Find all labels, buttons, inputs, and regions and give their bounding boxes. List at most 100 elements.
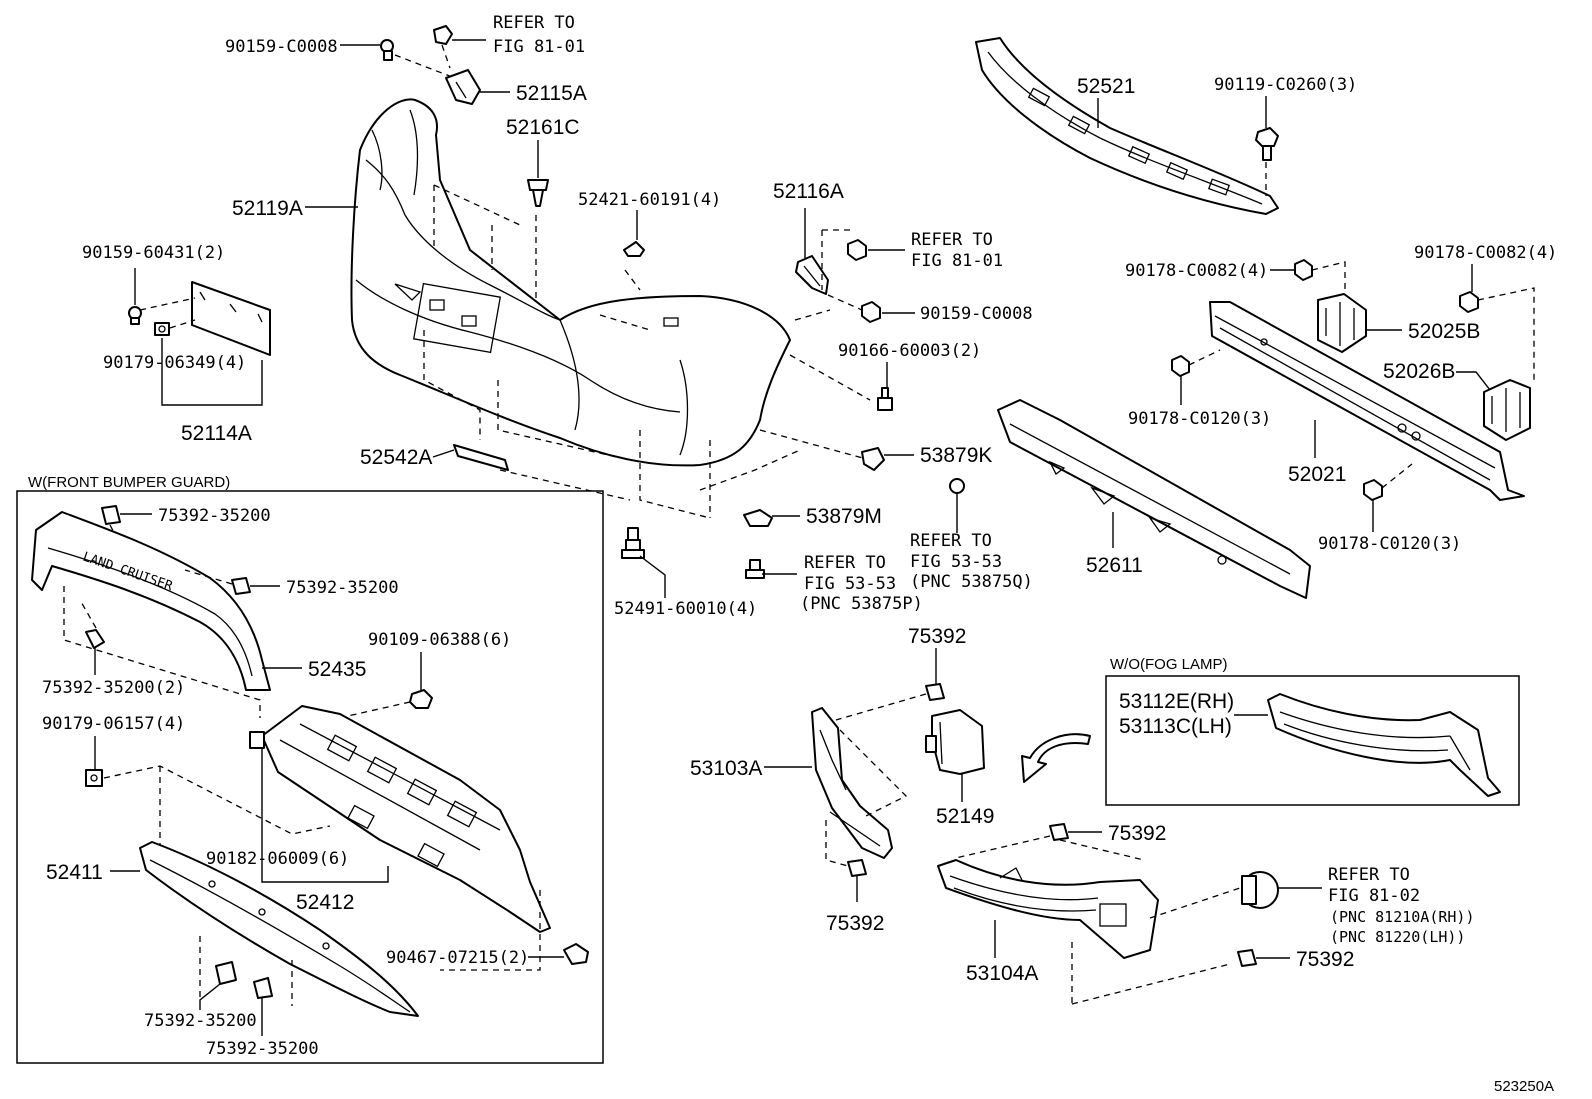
label-90178-c0120-a: 90178-C0120(3)	[1128, 409, 1271, 429]
label-52149: 52149	[936, 805, 994, 828]
bracket-52025b	[1317, 293, 1367, 353]
nut-90178-c0120-b	[1363, 479, 1383, 501]
label-90166-60003: 90166-60003(2)	[838, 341, 981, 361]
label-refer-53-53-p-c: (PNC 53875P)	[800, 594, 923, 614]
clip-75392-c	[1049, 823, 1069, 841]
label-90159-c0008-top: 90159-C0008	[225, 37, 338, 57]
front-bumper-cover-52119a	[350, 98, 791, 467]
clip-75392-35200-c	[215, 961, 237, 985]
bolt-90159-60431	[128, 306, 142, 325]
label-refer-53-53-q-a: REFER TO	[910, 531, 992, 551]
label-90159-60431: 90159-60431(2)	[82, 243, 225, 263]
label-90109-06388: 90109-06388(6)	[368, 630, 511, 650]
bumper-beam-52021	[1209, 301, 1525, 501]
energy-absorber-52611	[997, 399, 1311, 599]
clip-53879m	[743, 509, 773, 527]
label-90467-07215: 90467-07215(2)	[386, 948, 529, 968]
clip-52161c	[527, 179, 549, 207]
label-52411: 52411	[46, 861, 103, 884]
fog-lamp-box	[1105, 675, 1520, 806]
clip-75392-d	[1237, 949, 1257, 967]
label-52119a: 52119A	[232, 197, 303, 220]
clip-75392-b	[847, 859, 867, 877]
front-bumper-guard-box	[16, 490, 604, 1064]
label-75392-35200-c: 75392-35200	[144, 1011, 257, 1031]
label-refer-81-01-top-b: FIG 81-01	[493, 37, 585, 57]
grille-53112e-53113c	[1267, 693, 1501, 797]
label-refer-81-02-b: FIG 81-02	[1328, 886, 1420, 906]
nut-90179-06157	[85, 769, 103, 787]
label-75392-a: 75392	[908, 625, 966, 648]
label-52116a: 52116A	[773, 180, 844, 203]
label-52611: 52611	[1086, 554, 1143, 577]
label-53103a: 53103A	[690, 757, 762, 780]
direction-arrow	[1021, 733, 1091, 783]
bolt-90109-06388	[409, 689, 433, 709]
guard-bracket-52412	[261, 705, 551, 933]
label-53879k: 53879K	[920, 444, 992, 467]
label-90182-06009: 90182-06009(6)	[206, 849, 349, 869]
nut-90178-c0082-a	[1294, 259, 1313, 281]
bolt-90159-c0008-top	[380, 39, 394, 61]
clip-90467-07215	[563, 943, 589, 965]
diagram-id: 523250A	[1494, 1078, 1554, 1095]
label-52542a: 52542A	[360, 446, 432, 469]
nut-90182-06009	[249, 731, 265, 749]
nut-90179-06349	[154, 322, 170, 336]
label-52435: 52435	[308, 658, 366, 681]
front-bumper-guard-title: W(FRONT BUMPER GUARD)	[28, 474, 230, 491]
label-refer-81-01-mid-b: FIG 81-01	[911, 251, 1003, 271]
bolt-90166-60003	[877, 387, 893, 411]
label-52026b: 52026B	[1383, 360, 1455, 383]
clip-75392-35200-b	[231, 577, 251, 595]
label-52491-60010: 52491-60010(4)	[614, 599, 757, 619]
fog-lamp-title: W/O(FOG LAMP)	[1110, 656, 1228, 673]
fog-lamp-refer-81-02	[1241, 871, 1279, 909]
label-refer-53-53-q-b: FIG 53-53	[910, 552, 1002, 572]
lower-grille-53104a	[937, 859, 1159, 959]
label-53113c: 53113C(LH)	[1119, 715, 1232, 738]
label-52114a: 52114A	[181, 422, 252, 445]
clip-53879k	[861, 447, 885, 471]
label-90159-c0008-mid: 90159-C0008	[920, 304, 1033, 324]
bolt-refer-81-01-mid	[847, 239, 867, 261]
bracket-52026b	[1483, 379, 1531, 441]
bolt-90119-c0260	[1255, 127, 1279, 161]
label-52521: 52521	[1077, 75, 1135, 98]
label-90179-06349: 90179-06349(4)	[103, 353, 246, 373]
label-52421-60191: 52421-60191(4)	[578, 190, 721, 210]
bracket-53103a	[811, 707, 893, 859]
label-refer-81-02-d: (PNC 81220(LH))	[1330, 928, 1465, 946]
clip-75392-35200-a	[101, 505, 121, 525]
clip-75392-a	[925, 683, 945, 701]
label-75392-35200-d: 75392-35200	[206, 1039, 319, 1059]
bumper-reinforcement-52521	[975, 37, 1279, 215]
label-52115a: 52115A	[516, 82, 587, 105]
label-52161c: 52161C	[506, 116, 580, 139]
label-75392-c: 75392	[1108, 822, 1166, 845]
guard-cover-52435: LAND CRUISER	[31, 511, 271, 691]
label-75392-35200-a: 75392-35200	[158, 506, 271, 526]
label-90178-c0120-b: 90178-C0120(3)	[1318, 534, 1461, 554]
label-90179-06157: 90179-06157(4)	[42, 714, 185, 734]
bolt-90159-c0008-mid	[861, 301, 881, 323]
label-refer-53-53-p-a: REFER TO	[804, 553, 886, 573]
clip-75392-35200-d	[253, 977, 273, 999]
nut-90178-c0082-b	[1459, 291, 1479, 313]
strip-52542a	[453, 444, 509, 471]
duct-52149	[925, 709, 985, 775]
label-refer-81-01-mid-a: REFER TO	[911, 230, 993, 250]
label-refer-81-02-c: (PNC 81210A(RH))	[1330, 908, 1475, 926]
label-refer-53-53-q-c: (PNC 53875Q)	[910, 572, 1033, 592]
license-plate-bracket-52114a	[191, 281, 271, 356]
label-90178-c0082-b: 90178-C0082(4)	[1414, 243, 1557, 263]
label-75392-35200-b: 75392-35200	[286, 578, 399, 598]
label-90178-c0082-a: 90178-C0082(4)	[1125, 261, 1268, 281]
bracket-52115a	[445, 69, 481, 105]
label-53879m: 53879M	[806, 505, 882, 528]
clip-75392-35200-2	[85, 629, 105, 649]
label-52025b: 52025B	[1408, 320, 1480, 343]
label-75392-b: 75392	[826, 912, 884, 935]
label-refer-81-01-top-a: REFER TO	[493, 13, 575, 33]
